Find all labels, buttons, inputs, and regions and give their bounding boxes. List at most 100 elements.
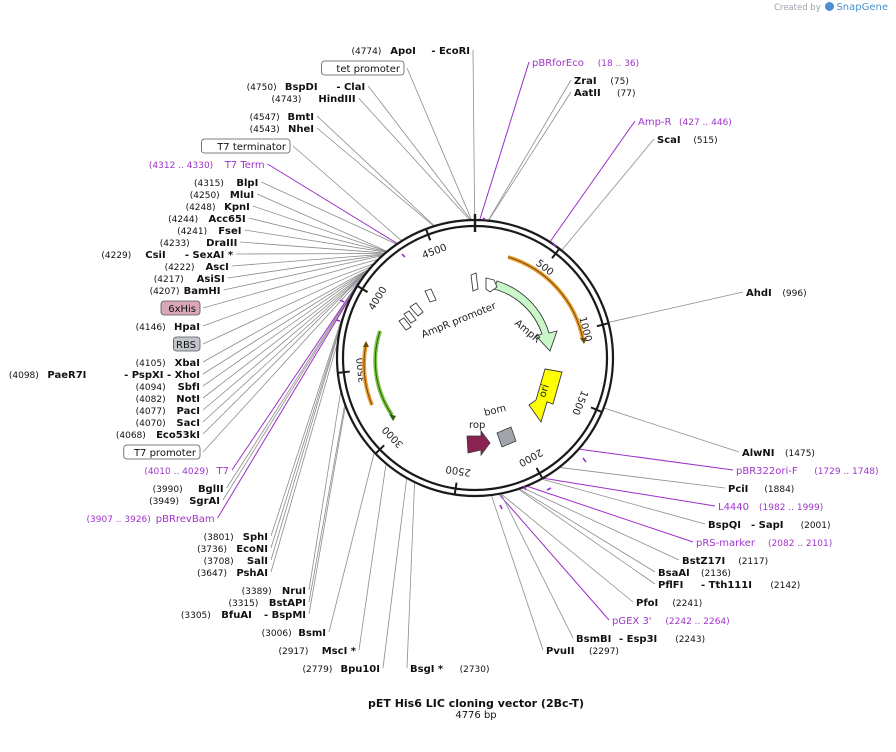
label-extra: - EcoRI bbox=[431, 46, 470, 57]
label-site[interactable]: BsmBI- Esp3I(2243) bbox=[576, 634, 705, 645]
label-site[interactable]: SalI(3708) bbox=[204, 556, 268, 567]
label-site[interactable]: MscI *(2917) bbox=[278, 646, 356, 657]
leader-line bbox=[244, 229, 386, 253]
label-pos: (996) bbox=[782, 289, 806, 299]
label-pos: (2243) bbox=[675, 635, 705, 645]
label-site[interactable]: BlpI(4315) bbox=[194, 178, 258, 189]
orange-arc-top-right bbox=[507, 255, 587, 344]
label-site[interactable]: BsgI *(2730) bbox=[410, 664, 490, 675]
label-site[interactable]: NruI(3389) bbox=[242, 586, 306, 597]
ampr-feature[interactable]: AmpR bbox=[493, 280, 558, 352]
label-text: PaeR7I bbox=[47, 370, 86, 381]
ampr-promoter-feature[interactable]: AmpR promoter bbox=[420, 277, 499, 341]
created-by-text: Created by bbox=[773, 3, 821, 13]
label-primer[interactable]: T7 Term(4312 .. 4330) bbox=[149, 160, 265, 171]
label-pos: (4105) bbox=[136, 359, 166, 369]
label-pos: (4010 .. 4029) bbox=[144, 467, 208, 477]
orange-arc-left bbox=[362, 341, 374, 406]
label-pos: (3305) bbox=[181, 611, 211, 621]
leader-line bbox=[550, 120, 636, 242]
label-site[interactable]: XbaI(4105) bbox=[136, 358, 200, 369]
label-site[interactable]: - SexAI *CsiI(4229) bbox=[101, 250, 233, 261]
label-box[interactable]: tet promoter bbox=[321, 60, 405, 76]
label-site[interactable]: AlwNI(1475) bbox=[742, 448, 815, 459]
label-site[interactable]: PfoI(2241) bbox=[636, 598, 702, 609]
label-site[interactable]: PvuII(2297) bbox=[546, 646, 619, 657]
label-pos: (1982 .. 1999) bbox=[759, 503, 823, 513]
label-text: DraIII bbox=[206, 238, 237, 249]
label-text: SgrAI bbox=[189, 496, 220, 507]
label-site[interactable]: ZraI(75) bbox=[574, 76, 629, 87]
label-site[interactable]: HpaI(4146) bbox=[136, 322, 200, 333]
label-text: BsmI bbox=[298, 628, 326, 639]
label-pos: (4241) bbox=[177, 227, 207, 237]
label-site[interactable]: SbfI(4094) bbox=[136, 382, 200, 393]
label-pos: (2917) bbox=[278, 647, 308, 657]
leader-line bbox=[406, 67, 472, 220]
label-site[interactable]: EcoNI(3736) bbox=[197, 544, 268, 555]
label-site[interactable]: BsaAI(2136) bbox=[658, 568, 731, 579]
label-hisbox[interactable]: 6xHis bbox=[160, 300, 201, 316]
label-site[interactable]: BstAPI(3315) bbox=[228, 598, 306, 609]
rop-feature[interactable]: rop bbox=[466, 420, 491, 457]
label-site[interactable]: PshAI(3647) bbox=[197, 568, 268, 579]
label-primer[interactable]: pGEX 3'(2242 .. 2264) bbox=[612, 616, 730, 627]
label-site[interactable]: ScaI(515) bbox=[657, 135, 718, 146]
bom-feature[interactable]: bom bbox=[483, 403, 517, 448]
label-site[interactable]: Bpu10I(2779) bbox=[302, 664, 380, 675]
label-primer[interactable]: Amp-R(427 .. 446) bbox=[638, 117, 732, 128]
label-site[interactable]: HindIII(4743) bbox=[271, 94, 355, 105]
label-pos: (2730) bbox=[460, 665, 490, 675]
label-text: AsiSI bbox=[197, 274, 225, 285]
label-rbsbox[interactable]: RBS bbox=[172, 336, 201, 352]
label-text: T7 Term bbox=[224, 160, 265, 171]
leader-line bbox=[227, 254, 382, 279]
label-site[interactable]: BsmI (3006) bbox=[262, 628, 326, 639]
label-text: Amp-R bbox=[638, 117, 672, 128]
label-site[interactable]: AsiSI(4217) bbox=[154, 274, 225, 285]
label-primer[interactable]: pBRforEco(18 .. 36) bbox=[532, 58, 639, 69]
label-site[interactable]: PflFI- Tth111I(2142) bbox=[658, 580, 800, 591]
label-site[interactable]: KpnI(4248) bbox=[186, 202, 250, 213]
label-site[interactable]: PciI(1884) bbox=[728, 484, 794, 495]
scale-tick-label: 4500 bbox=[421, 242, 449, 261]
label-pos: (3006) bbox=[262, 629, 292, 639]
label-site[interactable]: Eco53kI(4068) bbox=[116, 430, 200, 441]
label-site[interactable]: BspQI- SapI(2001) bbox=[708, 520, 831, 531]
leader-line bbox=[202, 270, 368, 375]
label-site[interactable]: Acc65I(4244) bbox=[168, 214, 246, 225]
label-site[interactable]: MluI(4250) bbox=[190, 190, 254, 201]
label-site[interactable]: SphI(3801) bbox=[204, 532, 268, 543]
label-site[interactable]: SgrAI(3949) bbox=[149, 496, 220, 507]
label-primer[interactable]: T7(4010 .. 4029) bbox=[144, 466, 229, 477]
ori-feature[interactable]: ori bbox=[528, 368, 563, 424]
leader-line bbox=[560, 467, 726, 489]
label-primer[interactable]: pRS-marker(2082 .. 2101) bbox=[696, 538, 832, 549]
label-primer[interactable]: pBRrevBam(3907 .. 3926) bbox=[87, 514, 215, 525]
label-site[interactable]: NheI(4543) bbox=[250, 124, 314, 135]
label-box[interactable]: T7 terminator bbox=[200, 138, 291, 154]
label-site[interactable]: NotI(4082) bbox=[136, 394, 200, 405]
label-box[interactable]: T7 promoter bbox=[123, 444, 201, 460]
leader-line bbox=[518, 489, 656, 585]
label-primer[interactable]: L4440(1982 .. 1999) bbox=[718, 502, 823, 513]
label-site[interactable]: AscI(4222) bbox=[165, 262, 229, 273]
label-site[interactable]: SacI(4070) bbox=[136, 418, 200, 429]
leader-line bbox=[561, 138, 655, 250]
label-site[interactable]: DraIII(4233) bbox=[160, 238, 238, 249]
label-pos: (2142) bbox=[770, 581, 800, 591]
label-site[interactable]: BamHI(4207) bbox=[150, 286, 221, 297]
label-site[interactable]: FseI(4241) bbox=[177, 226, 241, 237]
label-site[interactable]: BmtI(4547) bbox=[250, 112, 314, 123]
label-site[interactable]: AatII(77) bbox=[574, 88, 635, 99]
label-site[interactable]: BstZ17I(2117) bbox=[682, 556, 768, 567]
label-site[interactable]: PacI(4077) bbox=[136, 406, 200, 417]
label-site[interactable]: BglII(3990) bbox=[153, 484, 224, 495]
label-site[interactable]: AhdI(996) bbox=[746, 288, 807, 299]
label-primer[interactable]: pBR322ori-F(1729 .. 1748) bbox=[736, 466, 878, 477]
leader-line bbox=[202, 270, 367, 387]
